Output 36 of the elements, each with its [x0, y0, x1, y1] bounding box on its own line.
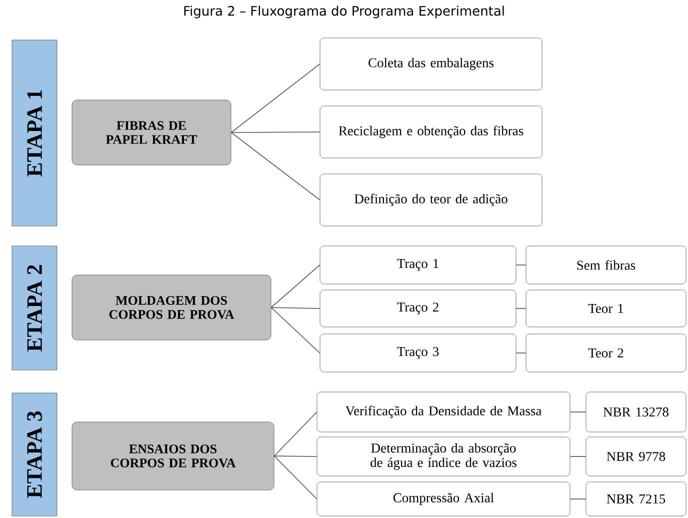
step-box: Verificação da Densidade de Massa — [316, 392, 570, 432]
connector-line — [516, 352, 526, 354]
step-box: Reciclagem e obtenção das fibras — [320, 106, 542, 158]
figure-title: Figura 2 – Fluxograma do Programa Experimental — [184, 6, 504, 18]
connector-line — [270, 307, 320, 309]
step-box: Traço 2 — [320, 290, 516, 328]
stage-band: ETAPA 3 — [12, 392, 58, 516]
step-box: Teor 2 — [526, 334, 686, 372]
connector-line — [230, 132, 320, 200]
stage-box: ENSAIOS DOS CORPOS DE PROVA — [72, 422, 274, 490]
connector-line — [274, 456, 318, 500]
step-box: Coleta das embalagens — [320, 38, 542, 90]
connector-line — [270, 264, 320, 308]
stage-band: ETAPA 2 — [12, 246, 58, 370]
connector-line — [570, 498, 586, 500]
step-box: NBR 13278 — [586, 392, 686, 432]
step-box: NBR 9778 — [586, 436, 686, 476]
step-box: Compressão Axial — [316, 482, 570, 516]
step-box: Definição do teor de adição — [320, 174, 542, 226]
step-box: NBR 7215 — [586, 482, 686, 516]
stage-box: FIBRAS DE PAPEL KRAFT — [72, 100, 232, 166]
stage-band: ETAPA 1 — [12, 40, 58, 226]
step-box: Determinação da absorção de água e índice de vazios — [316, 436, 570, 476]
connector-line — [516, 308, 526, 309]
stage-box: MOLDAGEM DOS CORPOS DE PROVA — [72, 274, 272, 340]
connector-line — [274, 456, 318, 457]
connector-line — [570, 456, 586, 457]
step-box: Teor 1 — [526, 290, 686, 328]
connector-line — [516, 264, 526, 266]
connector-line — [274, 412, 318, 456]
step-box: Sem fibras — [526, 246, 686, 284]
step-box: Traço 3 — [320, 334, 516, 372]
connector-line — [230, 64, 320, 133]
connector-line — [270, 307, 320, 354]
connector-line — [230, 132, 320, 133]
step-box: Traço 1 — [320, 246, 516, 284]
